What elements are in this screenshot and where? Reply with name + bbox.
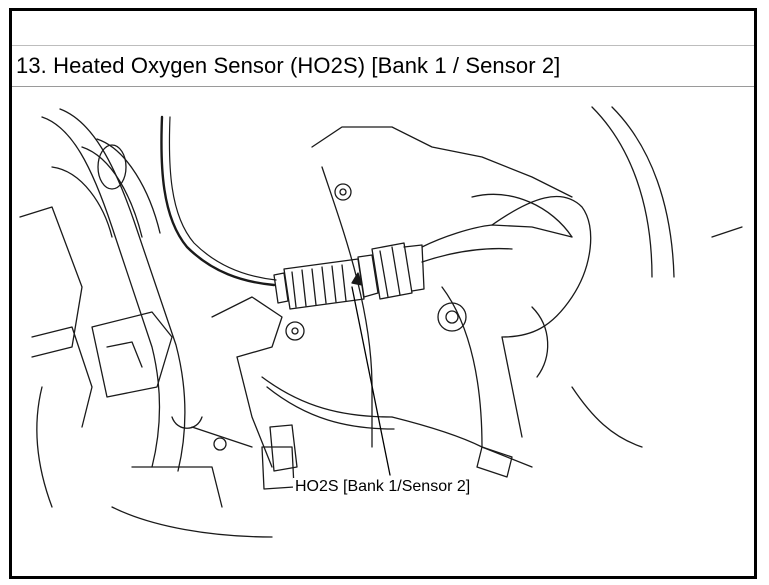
page-frame: 13. Heated Oxygen Sensor (HO2S) [Bank 1 … [9,8,757,579]
sensor-wire [160,115,277,287]
section-title: 13. Heated Oxygen Sensor (HO2S) [Bank 1 … [16,53,561,78]
left-bracket [19,206,173,508]
lower-bracket [111,296,533,538]
sensor-callout-label: HO2S [Bank 1/Sensor 2] [293,478,473,496]
callout-leader [351,286,391,476]
oxygen-sensor [273,242,425,310]
right-details [571,106,743,448]
exhaust-housing [311,126,592,448]
top-rule [12,45,754,46]
left-pipe [41,108,186,472]
sensor-illustration [12,87,754,576]
title-divider [12,86,754,87]
